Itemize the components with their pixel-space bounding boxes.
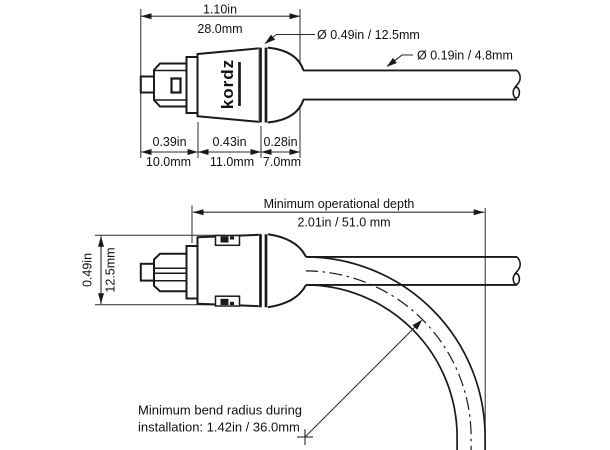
height-mm: 12.5mm [104,247,118,292]
plug-window [170,77,182,94]
segment-1-inches: 0.39in [152,135,186,149]
segment-1-mm: 10.0mm [146,155,191,169]
arrowhead-left-icon [193,209,204,216]
boot-bottom-edge [267,99,305,124]
latch-bottom [214,295,241,307]
leader-arrowhead-icon [264,34,276,44]
boot-top-edge [267,46,305,71]
connector-tip [139,262,156,282]
overall-length-mm: 28.0mm [197,22,242,36]
bend-note-line2: installation: 1.42in / 36.0mm [138,420,300,435]
overall-length-inches: 1.10in [203,3,237,17]
depth-title: Minimum operational depth [264,197,415,211]
connector-tip [139,75,156,94]
segment-3-inches: 0.28in [263,135,297,149]
latch-top [214,234,241,247]
boot-bottom-edge [267,284,307,309]
cable-diameter-label: Ø 0.19in / 4.8mm [417,49,513,63]
connector-collar [185,56,199,114]
bend-note-line1: Minimum bend radius during [138,403,302,418]
leader-arrowhead-icon [386,57,397,67]
bend-inner-edge [304,284,458,450]
arrowhead-down-icon [98,293,104,304]
segment-2-mm: 11.0mm [210,155,254,169]
dimension-height: 0.49in 12.5mm [81,236,118,304]
connector-top: kordz [139,46,305,124]
side-view: Minimum operational depth 2.01in / 51.0 … [81,197,521,450]
cable-top [303,69,521,101]
cable-break-loop-icon [512,86,521,99]
callout-bend-radius: Minimum bend radius during installation:… [138,319,423,445]
depth-value: 2.01in / 51.0 mm [297,216,390,230]
cable-break-loop-icon [512,272,521,286]
brand-logo: kordz [218,59,237,109]
arrowhead-right-icon [473,209,485,216]
arrowhead-up-icon [98,236,104,247]
connector-side [139,233,307,309]
segment-2-inches: 0.43in [212,135,246,149]
connector-diameter-label: Ø 0.49in / 12.5mm [317,28,420,42]
boot-top-edge [267,233,307,258]
dimension-overall-length: 1.10in 28.0mm [141,3,300,36]
cable-straight [306,255,521,286]
connector-collar [185,245,199,300]
leader-arrowhead-icon [412,319,423,330]
arrowhead-left-icon [141,13,152,20]
bend-centerline [304,270,472,450]
cable-bend [304,256,486,450]
bend-outer-edge [304,256,486,450]
segment-3-mm: 7.0mm [263,155,301,169]
dimension-segments: 0.39in 10.0mm 0.43in 11.0mm 0.28in 7.0mm [141,135,301,169]
callout-connector-diameter: Ø 0.49in / 12.5mm [264,28,420,44]
arrowhead-right-icon [289,13,300,20]
top-view: 1.10in 28.0mm Ø 0.49in / 12.5mm Ø 0.19in… [139,3,521,169]
height-inches: 0.49in [81,253,95,287]
dimension-operational-depth: Minimum operational depth 2.01in / 51.0 … [193,197,485,230]
callout-cable-diameter: Ø 0.19in / 4.8mm [386,49,513,67]
